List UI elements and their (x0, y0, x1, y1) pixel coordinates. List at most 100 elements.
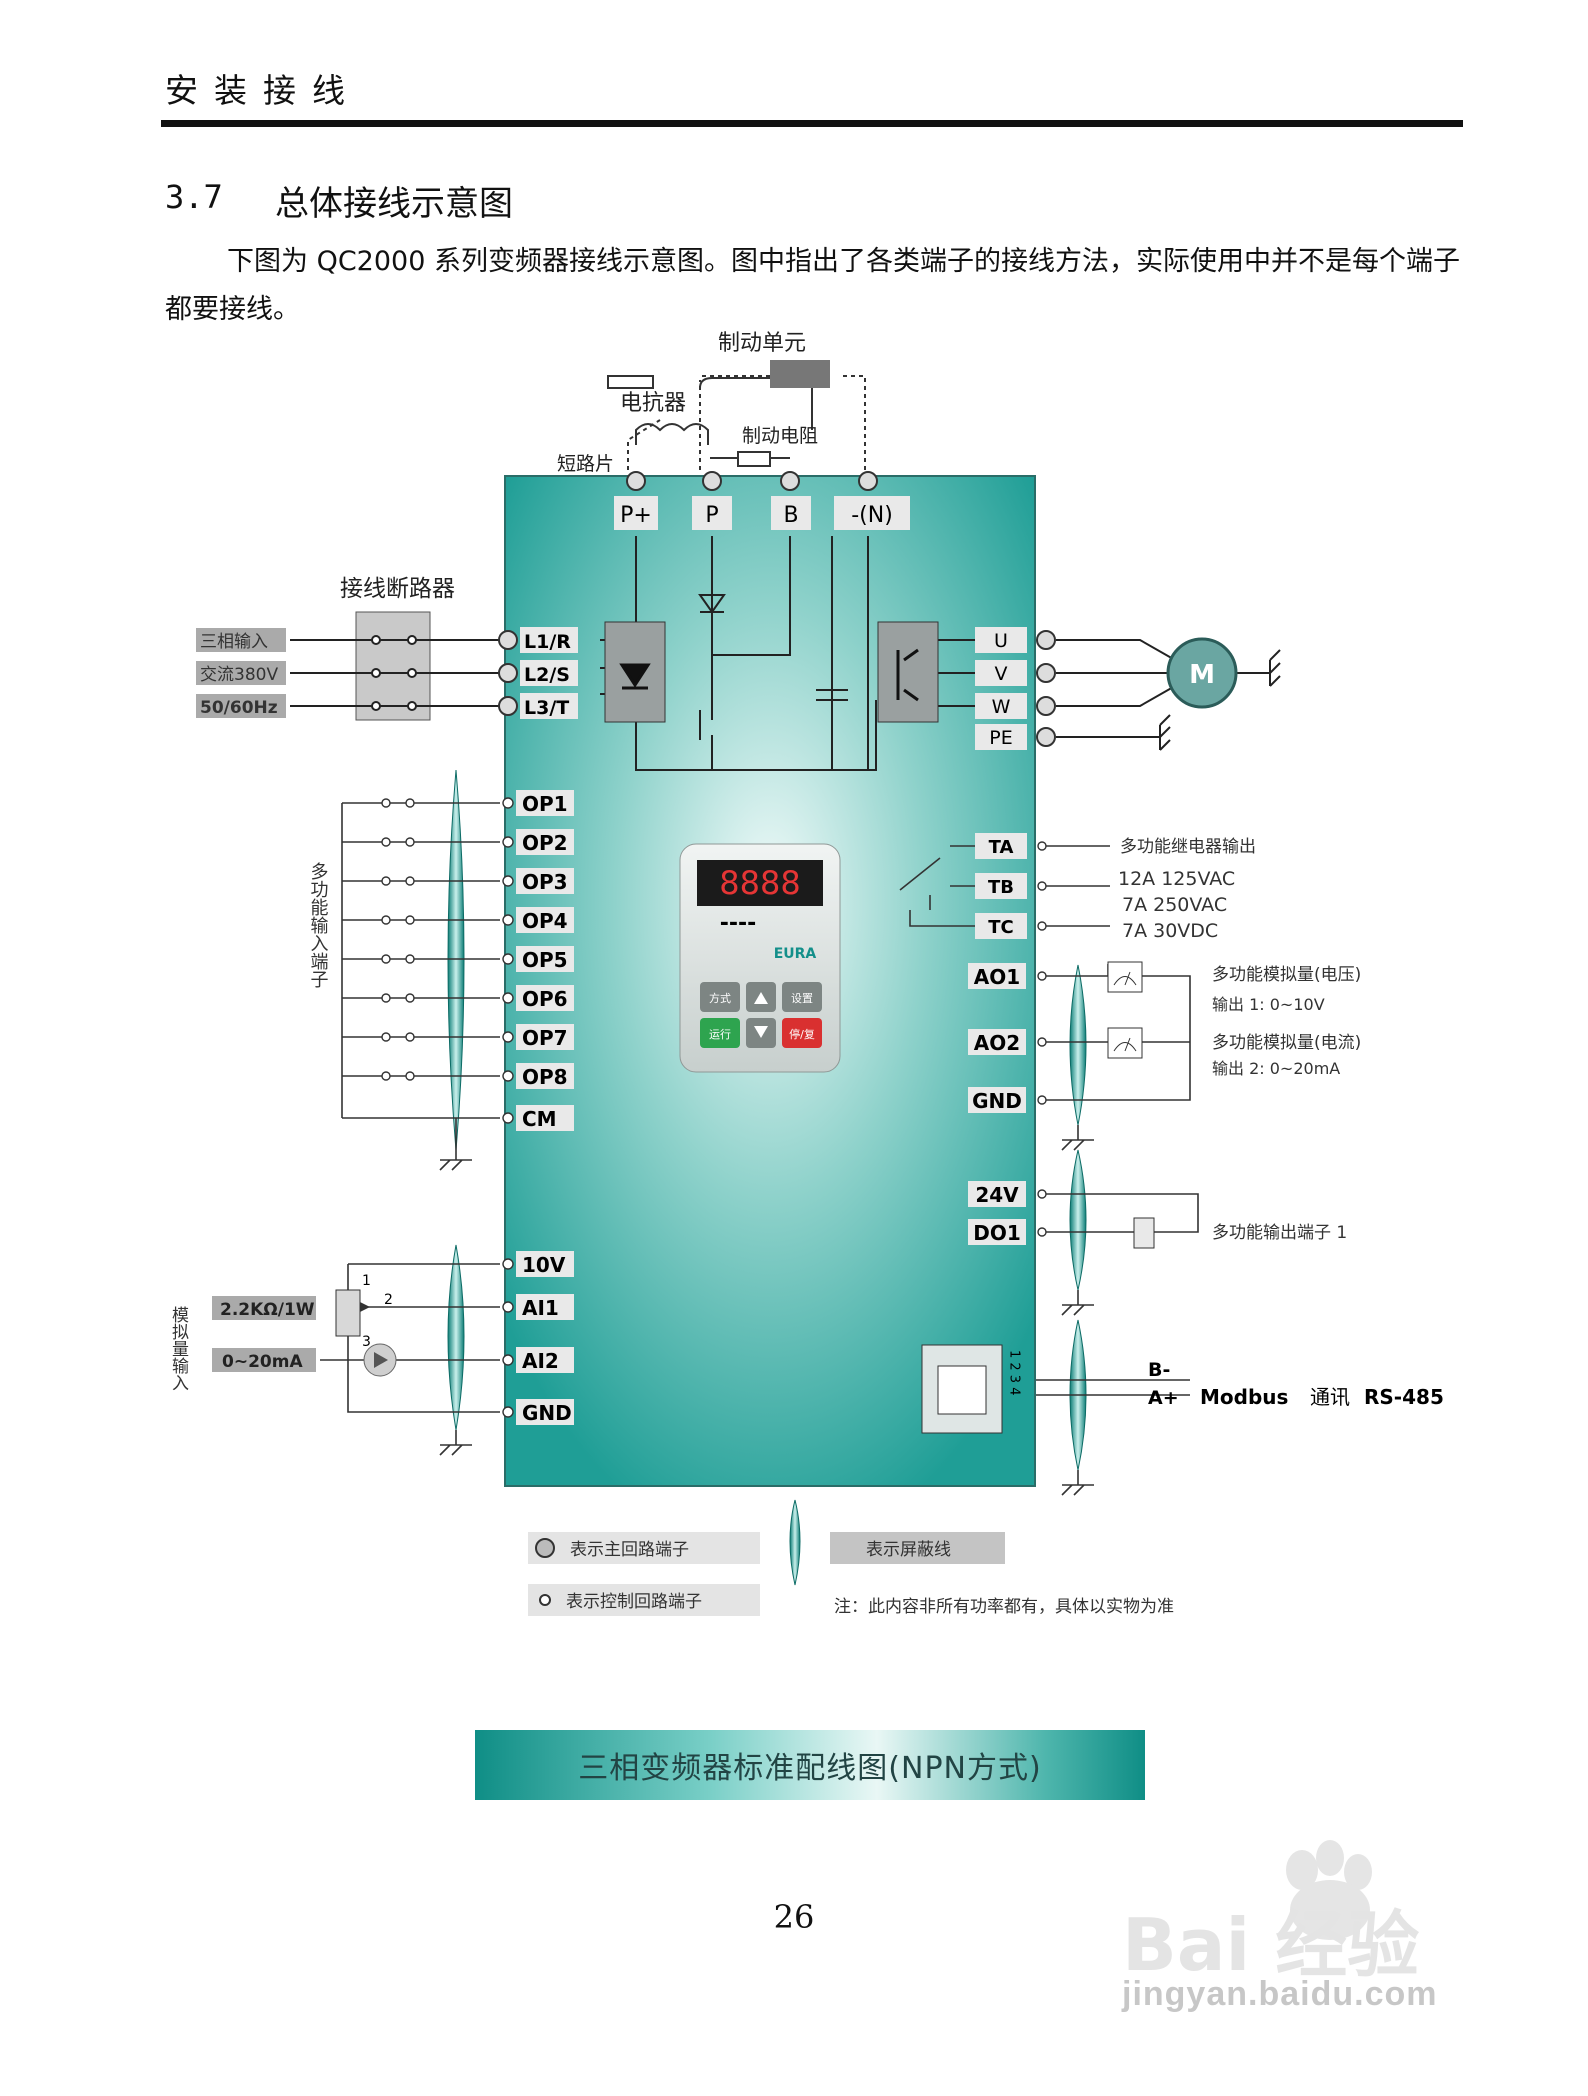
input-terminals: L1/R L2/S L3/T (498, 627, 578, 719)
watermark-url: jingyan.baidu.com (1122, 1975, 1438, 2013)
set-key-label: 设置 (791, 992, 813, 1005)
multi-input-label: 多功能输入端子 (308, 862, 329, 988)
terminal-p: P (705, 503, 718, 528)
run-key-label: 运行 (709, 1028, 731, 1041)
connector-pins: 1 2 3 4 (1007, 1350, 1022, 1395)
terminal-b: B (783, 503, 798, 528)
wiring-diagram: 制动单元 电抗器 制动电阻 短路片 P+ P B -(N) 接线断路器 (168, 331, 1444, 1617)
power-terminal-row: P+ P B -(N) (614, 471, 910, 530)
terminal-n: -(N) (851, 503, 893, 528)
keypad: 8888 ---- EURA 方式 设置 运行 停/复 (679, 843, 841, 1073)
baidu-watermark-logo: Bai 经验 (1122, 1840, 1419, 1987)
terminal-gnd-in: GND (522, 1401, 572, 1425)
terminal-pe: PE (989, 727, 1012, 749)
down-arrow-icon (754, 1026, 768, 1038)
terminal-24v: 24V (975, 1183, 1019, 1207)
terminal-op5: OP5 (522, 948, 568, 972)
relay-rating-2: 7A 250VAC (1122, 894, 1227, 916)
rs485-b-minus: B- (1148, 1359, 1170, 1381)
keypad-brand: EURA (774, 946, 817, 962)
rs485-modbus: Modbus (1200, 1385, 1288, 1409)
rs485-std: RS-485 (1364, 1385, 1444, 1409)
set-key[interactable] (782, 982, 822, 1012)
terminal-ai1: AI1 (522, 1296, 559, 1320)
rs485-comm: 通讯 (1310, 1385, 1350, 1409)
terminal-v: V (995, 663, 1008, 685)
legend-shield-box (830, 1532, 1005, 1564)
inverter-block (877, 621, 939, 723)
pot-pin-3: 3 (362, 1334, 371, 1350)
terminal-do1: DO1 (973, 1221, 1021, 1245)
ao1-range: 输出 1: 0~10V (1212, 995, 1325, 1014)
terminal-l1: L1/R (524, 631, 571, 653)
relay-coil-icon (1133, 1217, 1155, 1249)
terminal-l2: L2/S (524, 664, 570, 686)
terminal-10v: 10V (522, 1253, 566, 1277)
pot-pin-2: 2 (384, 1292, 393, 1308)
terminal-ta: TA (989, 837, 1014, 858)
breaker-label: 接线断路器 (340, 576, 455, 602)
shield-ao-icon (1069, 964, 1087, 1126)
legend-control-box (528, 1584, 760, 1616)
rs485-a-plus: A+ (1148, 1387, 1179, 1409)
do-label: 多功能输出端子 1 (1212, 1223, 1347, 1243)
up-arrow-icon (754, 992, 768, 1004)
ammeter-icon (1107, 1027, 1143, 1059)
terminal-ao1: AO1 (974, 965, 1020, 989)
page-number: 26 (773, 1898, 815, 1936)
intro-paragraph: 下图为 QC2000 系列变频器接线示意图。图中指出了各类端子的接线方法，实际使… (165, 246, 1460, 325)
brake-resistor-label: 制动电阻 (742, 425, 818, 447)
legend-shield: 表示屏蔽线 (866, 1540, 951, 1560)
input-labels: 三相输入 交流380V 50/60Hz (196, 628, 286, 718)
motor-label: M (1189, 660, 1215, 690)
terminal-p-plus: P+ (620, 503, 652, 528)
shield-op-icon (447, 769, 465, 1151)
section-number: 3.7 (165, 178, 223, 216)
legend-main: 表示主回路端子 (570, 1540, 689, 1560)
figure-caption: 三相变频器标准配线图(NPN方式) (475, 1730, 1145, 1800)
brake-unit-box (770, 360, 830, 388)
relay-rating-3: 7A 30VDC (1122, 920, 1218, 942)
shield-do-icon (1069, 1149, 1087, 1291)
motor-icon (1166, 637, 1238, 709)
terminal-tb: TB (988, 877, 1014, 898)
terminal-ao2: AO2 (974, 1031, 1020, 1055)
legend-main-box (528, 1532, 760, 1564)
terminal-l3: L3/T (524, 697, 569, 719)
ao1-label: 多功能模拟量(电压) (1212, 965, 1361, 985)
run-key[interactable] (700, 1018, 740, 1048)
mode-key[interactable] (700, 982, 740, 1012)
stop-key-label: 停/复 (789, 1027, 815, 1041)
terminal-op4: OP4 (522, 909, 568, 933)
ao2-label: 多功能模拟量(电流) (1212, 1033, 1361, 1053)
terminal-cm: CM (522, 1107, 557, 1131)
shield-ai-icon (447, 1244, 465, 1431)
terminal-gnd-out: GND (972, 1089, 1022, 1113)
terminal-op6: OP6 (522, 987, 568, 1011)
terminal-op1: OP1 (522, 792, 568, 816)
mode-key-label: 方式 (709, 991, 731, 1005)
stop-reset-key[interactable] (782, 1018, 822, 1048)
pot-label: 2.2KΩ/1W (220, 1300, 315, 1320)
current-in-label: 0~20mA (222, 1352, 303, 1372)
reactor-label: 电抗器 (620, 391, 686, 416)
analog-in-label: 模拟量输入 (168, 1306, 189, 1391)
keypad-dashes: ---- (720, 911, 757, 936)
keypad-display: 8888 (719, 864, 800, 902)
input-label-frequency: 50/60Hz (200, 698, 278, 718)
terminal-ai2: AI2 (522, 1349, 559, 1373)
breaker-icon (355, 611, 431, 721)
terminal-op7: OP7 (522, 1026, 568, 1050)
input-label-phase: 三相输入 (200, 632, 268, 652)
input-label-voltage: 交流380V (200, 665, 278, 685)
terminal-w: W (992, 696, 1011, 718)
terminal-op2: OP2 (522, 831, 568, 855)
watermark-logo-text: Bai 经验 (1122, 1903, 1419, 1987)
relay-label: 多功能继电器输出 (1120, 837, 1256, 857)
pot-pin-1: 1 (362, 1273, 371, 1289)
diagram-note: 注：此内容非所有功率都有，具体以实物为准 (834, 1597, 1174, 1617)
terminal-u: U (994, 630, 1008, 652)
shorting-bar-label: 短路片 (557, 453, 614, 475)
potentiometer-icon (335, 1289, 361, 1337)
rj45-port-icon (921, 1344, 1003, 1434)
